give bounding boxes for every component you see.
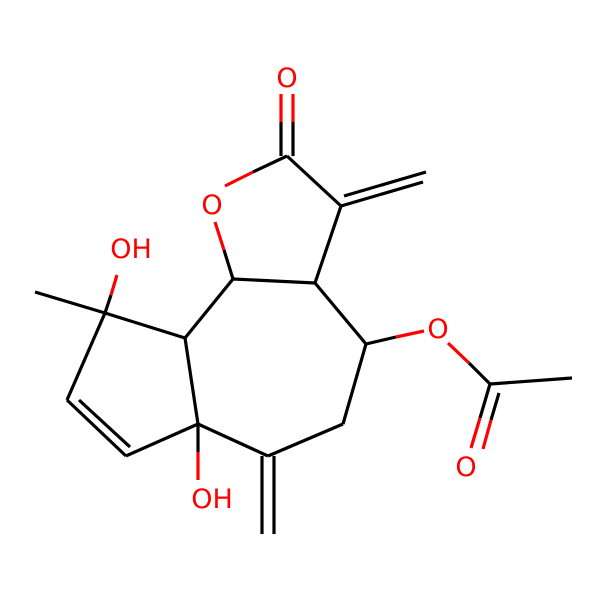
bond-c9-oh xyxy=(103,294,113,314)
bond-c3-c3a xyxy=(313,205,343,284)
bond-acetate-carbonyl-b xyxy=(489,392,501,421)
bond-c8-c7-b xyxy=(77,398,132,449)
bond-c9-oh-o xyxy=(109,274,119,296)
bond-c9-methyl xyxy=(34,290,106,315)
bond-c7-c6a xyxy=(125,422,199,458)
bond-o1-c9b-o xyxy=(213,221,226,251)
bond-c9-c8 xyxy=(65,312,107,401)
bond-acetate-carbonyl-b-o xyxy=(481,419,493,450)
bond-c2-o1 xyxy=(252,154,288,174)
bond-o1-c9b xyxy=(222,249,235,280)
bond-acetate-carbonyl-a-o xyxy=(469,417,482,449)
bond-c2-o1-o xyxy=(224,170,254,188)
bond-c3-methylene-a xyxy=(340,180,424,208)
acetate-group xyxy=(365,329,573,450)
bond-c4-c5 xyxy=(341,343,368,425)
bond-c3a-c4 xyxy=(313,281,368,346)
atom-label-hydroxyl-top: OH xyxy=(110,234,152,265)
bond-cacyl-methyl xyxy=(489,376,573,386)
bond-c6-c6a xyxy=(197,422,269,458)
bond-c9a-c9 xyxy=(104,311,186,340)
atom-label-ester-oxygen: O xyxy=(427,314,448,345)
atom-label-hydroxyl-bottom: OH xyxy=(191,484,233,515)
bond-c4-oester xyxy=(365,335,397,346)
bond-oester-cacyl-o xyxy=(446,341,471,365)
bond-acetate-carbonyl-a xyxy=(478,383,492,419)
bond-c9a-c9b xyxy=(183,277,235,340)
bond-c6a-c9a xyxy=(183,337,200,425)
atom-label-lactone-carbonyl-oxygen: O xyxy=(276,63,297,94)
atom-label-acetate-carbonyl-oxygen: O xyxy=(455,452,476,483)
bond-c5-c6 xyxy=(267,422,344,458)
bond-c2-c3 xyxy=(285,154,343,208)
bond-c9b-c3a xyxy=(232,277,316,285)
atom-label-lactone-ring-oxygen: O xyxy=(201,190,222,221)
bond-oester-cacyl xyxy=(467,361,492,386)
lactone-ring xyxy=(213,94,427,285)
atom-labels: O O OH OH O O xyxy=(110,63,476,515)
seven-membered-ring xyxy=(183,277,368,534)
bond-c8-c7-a xyxy=(65,398,128,458)
bond-c3-methylene-b xyxy=(343,170,427,198)
bond-c4-oester-o xyxy=(395,329,425,339)
cyclopentene-ring xyxy=(34,274,200,480)
